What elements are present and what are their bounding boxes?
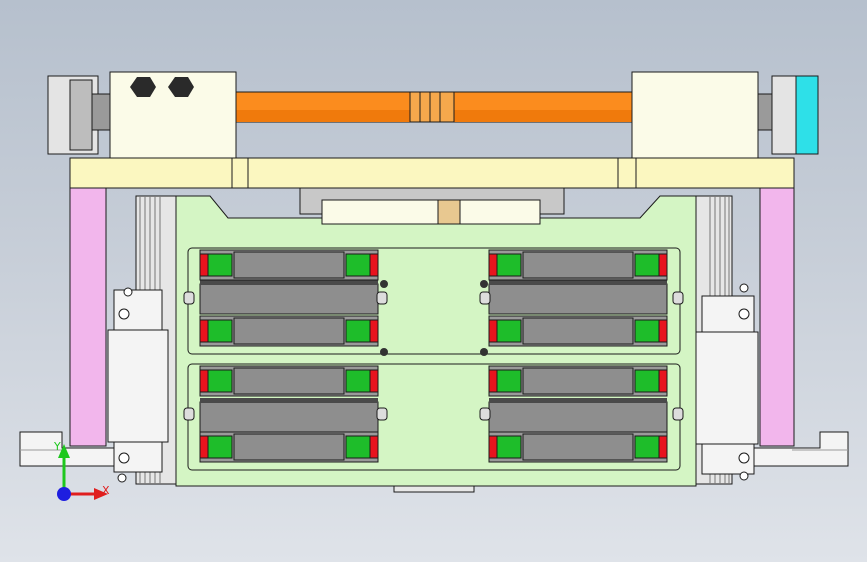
guide-block-5 [199, 365, 379, 397]
left-motor-block [109, 71, 237, 159]
right-motor-block [631, 71, 759, 159]
left-clamp-block [107, 287, 169, 483]
left-pink-strut [69, 183, 107, 447]
triad-arrows [57, 444, 108, 501]
guide-block-8 [488, 431, 668, 463]
right-pink-strut [759, 183, 795, 447]
orange-shaft [231, 91, 637, 123]
hex-nut-1 [130, 77, 156, 97]
right-clamp-block [695, 283, 759, 481]
yellow-crossbar [69, 157, 795, 189]
hex-nut-2 [168, 77, 194, 97]
triad-y-label: Y [54, 440, 61, 453]
right-end-cap [757, 75, 819, 155]
linear-guide-blocks [199, 249, 668, 463]
guide-block-7 [199, 431, 379, 463]
guide-block-1 [199, 249, 379, 281]
guide-block-6 [488, 365, 668, 397]
left-end-cap [47, 75, 111, 155]
coordinate-triad: Y X [40, 436, 130, 516]
rail-end-bolts [183, 291, 684, 421]
triad-x-label: X [102, 484, 110, 497]
guide-block-2 [488, 249, 668, 281]
guide-block-3 [199, 315, 379, 347]
guide-block-4 [488, 315, 668, 347]
center-bridge [299, 185, 565, 225]
